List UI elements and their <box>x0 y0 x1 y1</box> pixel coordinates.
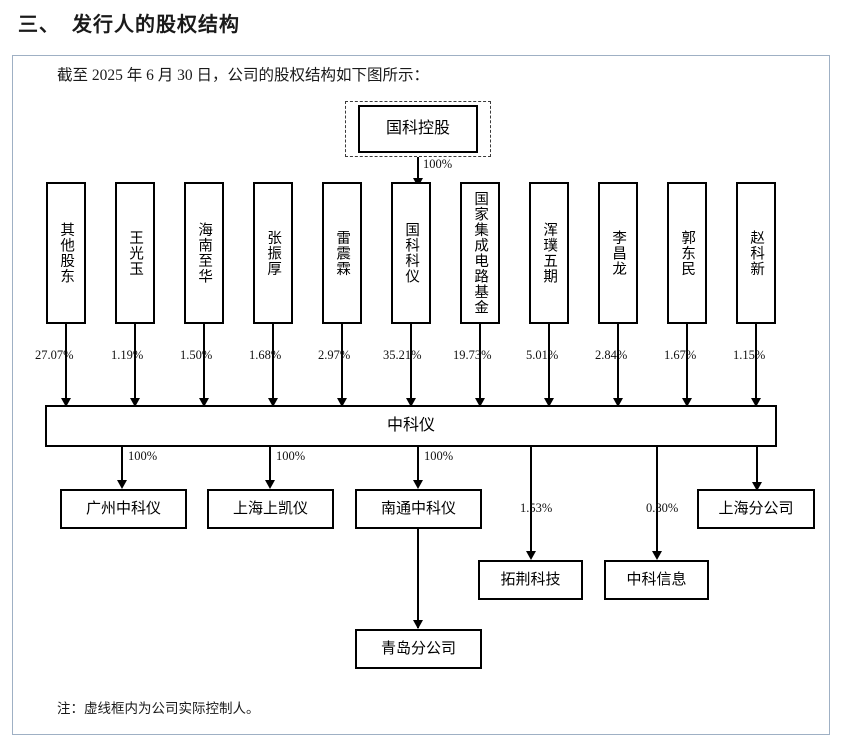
connector-shareholder-11 <box>755 324 757 405</box>
arrow-shareholder-4 <box>268 398 278 407</box>
connector-shareholder-1 <box>65 324 67 405</box>
pct-shareholder-8: 5.01% <box>526 348 559 362</box>
pct-shareholder-6: 35.21% <box>383 348 422 362</box>
arrow-shareholder-2 <box>130 398 140 407</box>
connector-controller-to-guokekeyi <box>417 157 419 185</box>
connector-shareholder-7 <box>479 324 481 405</box>
intro-text: 截至 2025 年 6 月 30 日，公司的股权结构如下图所示： <box>57 67 430 84</box>
pct-shareholder-10: 1.67% <box>664 348 697 362</box>
pct-subsidiary-4: 1.53% <box>520 501 553 515</box>
pct-shareholder-2: 1.19% <box>111 348 144 362</box>
shareholder-box-11[interactable]: 赵科新 <box>736 182 776 324</box>
connector-subsidiary-5 <box>656 447 658 558</box>
pct-shareholder-4: 1.68% <box>249 348 282 362</box>
node-investment-zhongke-xinxi[interactable]: 中科信息 <box>604 560 709 600</box>
node-subsidiary-nantong[interactable]: 南通中科仪 <box>355 489 482 529</box>
shareholder-box-7[interactable]: 国家集成电路基金 <box>460 182 500 324</box>
arrow-shareholder-8 <box>544 398 554 407</box>
arrow-subsidiary-3 <box>413 480 423 489</box>
ownership-structure-panel: 截至 2025 年 6 月 30 日，公司的股权结构如下图所示： 国科控股 10… <box>12 55 830 735</box>
node-branch-qingdao[interactable]: 青岛分公司 <box>355 629 482 669</box>
pct-shareholder-7: 19.73% <box>453 348 492 362</box>
pct-shareholder-11: 1.15% <box>733 348 766 362</box>
shareholder-box-1[interactable]: 其他股东 <box>46 182 86 324</box>
shareholder-box-10[interactable]: 郭东民 <box>667 182 707 324</box>
pct-subsidiary-5: 0.80% <box>646 501 679 515</box>
arrow-subsidiary-5 <box>652 551 662 560</box>
connector-nantong-to-qingdao <box>417 529 419 628</box>
footnote: 注：虚线框内为公司实际控制人。 <box>57 701 260 716</box>
arrow-shareholder-11 <box>751 398 761 407</box>
connector-subsidiary-1 <box>121 447 123 487</box>
pct-subsidiary-1: 100% <box>128 449 158 463</box>
shareholder-box-2[interactable]: 王光玉 <box>115 182 155 324</box>
node-branch-shanghai[interactable]: 上海分公司 <box>697 489 815 529</box>
arrow-subsidiary-4 <box>526 551 536 560</box>
node-zhongkeyi[interactable]: 中科仪 <box>45 405 777 447</box>
connector-shareholder-4 <box>272 324 274 405</box>
connector-subsidiary-4 <box>530 447 532 558</box>
node-investment-tuojing[interactable]: 拓荆科技 <box>478 560 583 600</box>
arrow-branch-shanghai <box>752 482 762 491</box>
connector-shareholder-5 <box>341 324 343 405</box>
shareholder-box-5[interactable]: 雷震霖 <box>322 182 362 324</box>
pct-shareholder-9: 2.84% <box>595 348 628 362</box>
arrow-shareholder-10 <box>682 398 692 407</box>
pct-subsidiary-3: 100% <box>424 449 454 463</box>
arrow-shareholder-9 <box>613 398 623 407</box>
arrow-shareholder-1 <box>61 398 71 407</box>
connector-subsidiary-2 <box>269 447 271 487</box>
arrow-shareholder-3 <box>199 398 209 407</box>
pct-subsidiary-2: 100% <box>276 449 306 463</box>
arrow-subsidiary-1 <box>117 480 127 489</box>
arrow-shareholder-7 <box>475 398 485 407</box>
connector-shareholder-6 <box>410 324 412 405</box>
shareholder-box-3[interactable]: 海南至华 <box>184 182 224 324</box>
arrow-shareholder-5 <box>337 398 347 407</box>
shareholder-box-8[interactable]: 浑璞五期 <box>529 182 569 324</box>
node-subsidiary-guangzhou[interactable]: 广州中科仪 <box>60 489 187 529</box>
connector-shareholder-9 <box>617 324 619 405</box>
pct-shareholder-3: 1.50% <box>180 348 213 362</box>
page-title: 三、 发行人的股权结构 <box>18 14 240 36</box>
pct-shareholder-5: 2.97% <box>318 348 351 362</box>
pct-controller-to-guokekeyi: 100% <box>423 157 453 171</box>
shareholder-box-4[interactable]: 张振厚 <box>253 182 293 324</box>
connector-shareholder-2 <box>134 324 136 405</box>
arrow-nantong-to-qingdao <box>413 620 423 629</box>
connector-shareholder-3 <box>203 324 205 405</box>
connector-shareholder-8 <box>548 324 550 405</box>
node-subsidiary-shanghai-shangkaiyi[interactable]: 上海上凯仪 <box>207 489 334 529</box>
connector-subsidiary-3 <box>417 447 419 487</box>
shareholder-box-6[interactable]: 国科科仪 <box>391 182 431 324</box>
node-guoke-holdings[interactable]: 国科控股 <box>358 105 478 153</box>
shareholder-box-9[interactable]: 李昌龙 <box>598 182 638 324</box>
pct-shareholder-1: 27.07% <box>35 348 74 362</box>
actual-controller-dashed-frame <box>345 101 491 157</box>
arrow-shareholder-6 <box>406 398 416 407</box>
connector-shareholder-10 <box>686 324 688 405</box>
connector-branch-shanghai <box>756 447 758 489</box>
arrow-subsidiary-2 <box>265 480 275 489</box>
